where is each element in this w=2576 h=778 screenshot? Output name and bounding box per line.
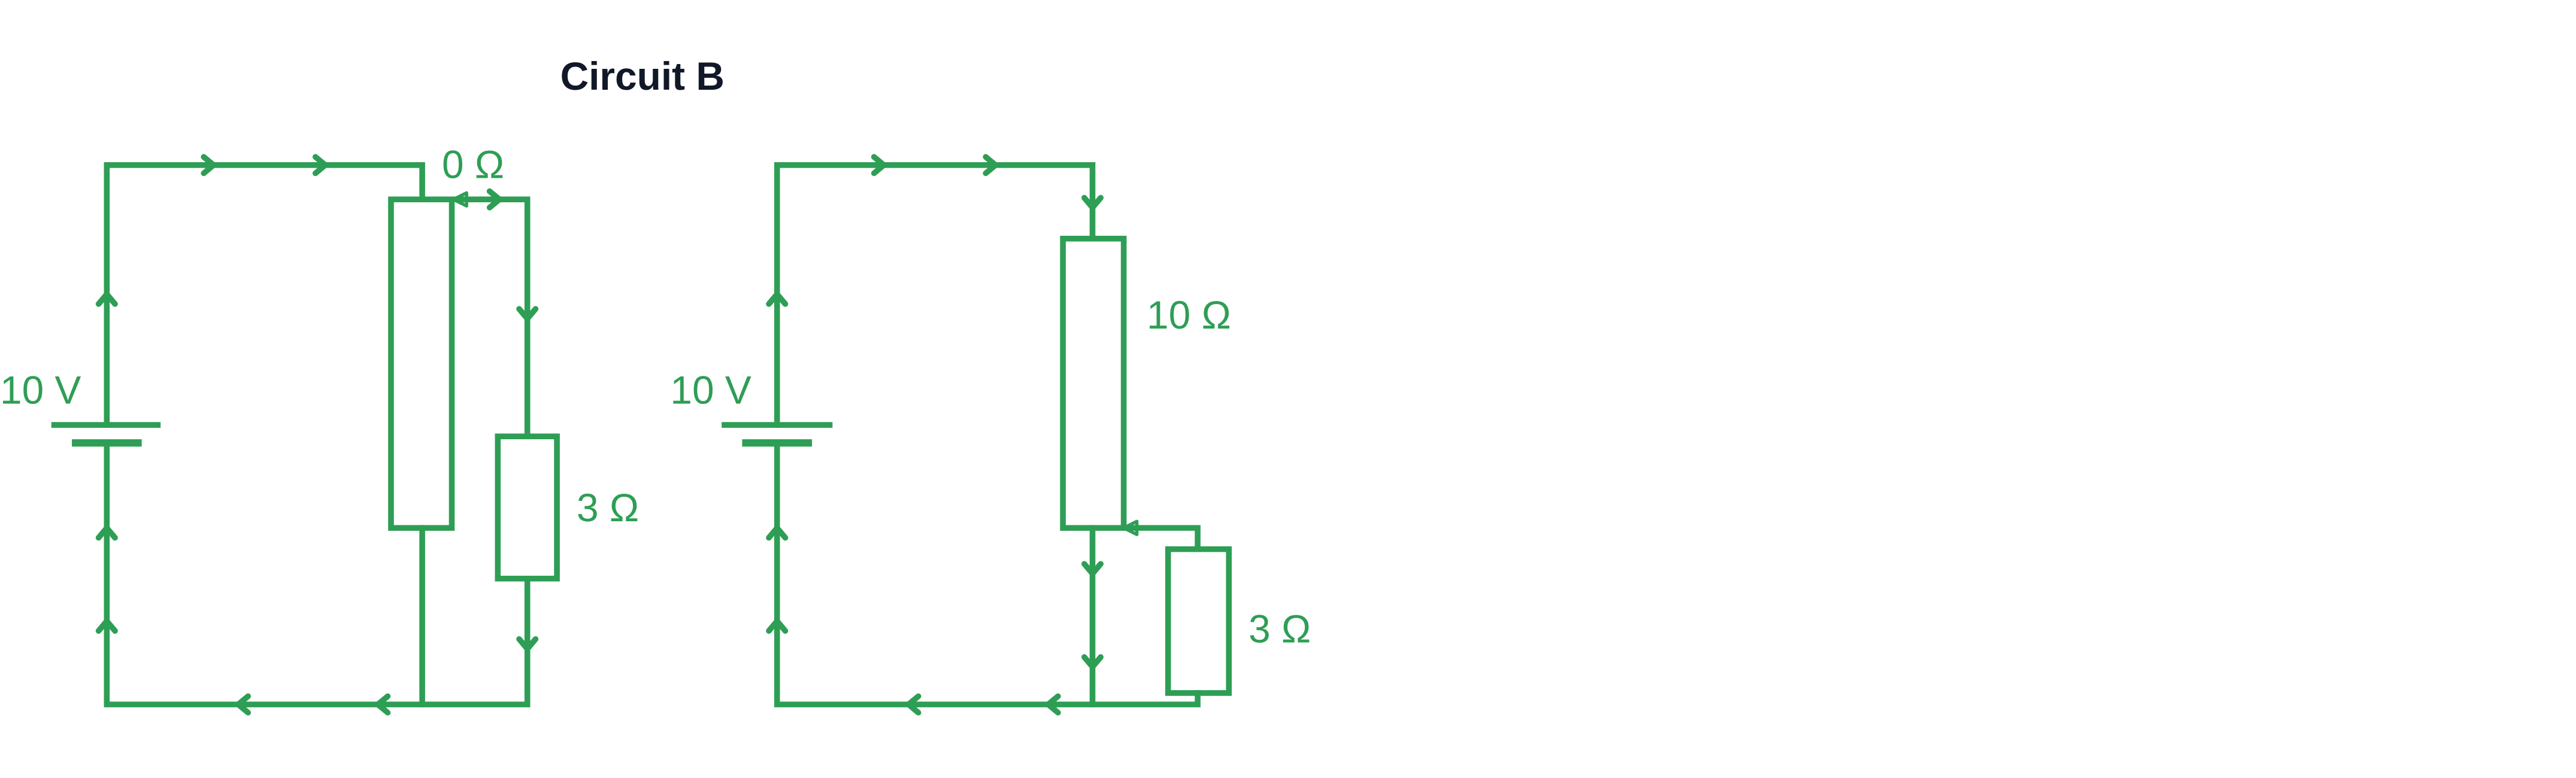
load-resistor-right <box>1165 546 1232 696</box>
wire-right-branch <box>1124 525 1201 552</box>
variable-resistor-left <box>388 196 455 531</box>
circuit-left: 10 V 0 Ω 3 Ω <box>0 143 639 716</box>
wire-left-return <box>104 440 531 707</box>
load-resistor-label-left: 3 Ω <box>577 486 639 530</box>
variable-resistor-right <box>1060 235 1127 531</box>
circuit-right: 10 V 10 Ω 3 Ω <box>670 154 1311 716</box>
diagram-title: Circuit B <box>560 54 725 98</box>
load-resistor-left <box>495 433 560 582</box>
slider-arrowhead-right <box>1122 519 1139 536</box>
wire-right-return <box>774 440 1201 707</box>
variable-resistor-label-right: 10 Ω <box>1147 293 1231 337</box>
load-resistor-label-right: 3 Ω <box>1248 607 1311 651</box>
variable-resistor-label-left: 0 Ω <box>442 143 504 187</box>
wire-right-outer <box>774 162 1096 428</box>
battery-label-left: 10 V <box>0 369 81 412</box>
current-arrows-right <box>766 154 1104 716</box>
battery-label-right: 10 V <box>670 369 751 412</box>
wire-left-outer <box>104 162 425 428</box>
wire-left-branch <box>452 196 531 438</box>
current-arrows-left <box>95 154 539 716</box>
slider-arrowhead-left <box>451 191 468 208</box>
